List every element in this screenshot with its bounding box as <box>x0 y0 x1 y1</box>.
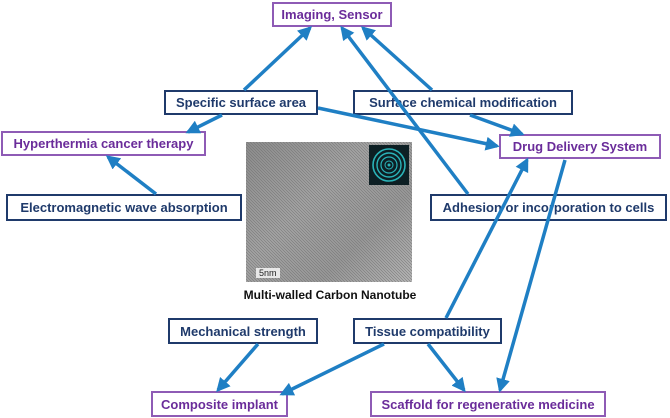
lattice-fringe <box>246 218 310 282</box>
lattice-fringe <box>246 257 271 282</box>
diffraction-rings-icon <box>372 148 406 182</box>
lattice-fringe <box>246 209 319 282</box>
lattice-fringe <box>273 142 412 281</box>
lattice-fringe <box>246 212 316 282</box>
lattice-fringe <box>276 142 412 278</box>
lattice-fringe <box>309 142 412 245</box>
lattice-fringe <box>246 149 379 282</box>
node-tissue-compatibility: Tissue compatibility <box>353 318 502 344</box>
lattice-fringe <box>264 142 406 282</box>
arrow-em_absorption-to-hyperthermia <box>105 155 158 196</box>
lattice-fringe <box>246 182 346 282</box>
arrow-mechanical-to-composite <box>216 342 260 393</box>
lattice-fringe <box>246 167 361 282</box>
lattice-fringe <box>246 224 304 282</box>
lattice-fringe <box>246 173 355 282</box>
lattice-fringe <box>246 242 286 282</box>
node-mechanical-strength: Mechanical strength <box>168 318 318 344</box>
lattice-fringe <box>246 197 331 282</box>
lattice-fringe <box>246 155 373 282</box>
lattice-fringe <box>246 142 388 282</box>
lattice-fringe <box>258 142 400 282</box>
lattice-fringe <box>246 143 385 282</box>
lattice-fringe <box>246 191 337 282</box>
lattice-fringe <box>246 185 343 282</box>
lattice-fringe <box>294 142 412 260</box>
lattice-fringe <box>246 194 334 282</box>
lattice-fringe <box>246 245 283 282</box>
lattice-fringe <box>306 142 412 248</box>
lattice-fringe <box>246 152 376 282</box>
nanotube-tem-image: 5nm <box>246 142 412 282</box>
lattice-fringe <box>315 142 412 239</box>
node-surface-chemical-modification: Surface chemical modification <box>353 90 573 115</box>
lattice-fringe <box>270 142 412 282</box>
lattice-fringe <box>246 233 295 282</box>
lattice-fringe <box>246 200 328 282</box>
lattice-fringe <box>282 142 412 272</box>
lattice-fringe <box>303 142 412 251</box>
lattice-fringe <box>246 251 277 282</box>
lattice-fringe <box>246 203 325 282</box>
lattice-fringe <box>255 142 397 282</box>
lattice-fringe <box>246 215 313 282</box>
node-electromagnetic-wave-absorption: Electromagnetic wave absorption <box>6 194 242 221</box>
lattice-fringe <box>246 179 349 282</box>
lattice-fringe <box>267 142 409 282</box>
lattice-fringe <box>246 161 367 282</box>
lattice-fringe <box>279 142 412 275</box>
lattice-fringe <box>246 221 307 282</box>
lattice-fringe <box>288 142 412 266</box>
lattice-fringe <box>246 164 364 282</box>
nanotube-wall-lattice <box>246 142 412 282</box>
lattice-fringe <box>246 206 322 282</box>
lattice-fringe <box>300 142 412 254</box>
node-drug-delivery-system: Drug Delivery System <box>499 134 661 159</box>
arrow-specific_surface-to-imaging <box>242 26 313 92</box>
lattice-fringe <box>246 188 340 282</box>
arrow-surface_mod-to-imaging <box>360 26 434 92</box>
lattice-fringe <box>246 146 382 282</box>
image-caption: Multi-walled Carbon Nanotube <box>243 288 417 302</box>
arrow-tissue-to-drug_delivery <box>444 157 529 319</box>
lattice-fringe <box>246 158 370 282</box>
arrow-surface_mod-to-drug_delivery <box>469 113 525 137</box>
node-specific-surface-area: Specific surface area <box>164 90 318 115</box>
lattice-fringe <box>252 142 394 282</box>
lattice-fringe <box>246 248 280 282</box>
lattice-fringe <box>261 142 403 282</box>
lattice-fringe <box>291 142 412 263</box>
lattice-fringe <box>246 254 274 282</box>
node-scaffold-regenerative-medicine: Scaffold for regenerative medicine <box>370 391 606 417</box>
node-composite-implant: Composite implant <box>151 391 288 417</box>
arrow-tissue-to-composite <box>279 342 385 396</box>
lattice-fringe <box>246 227 301 282</box>
lattice-fringe <box>246 176 352 282</box>
scale-bar-label: 5nm <box>256 268 280 278</box>
lattice-fringe <box>285 142 412 269</box>
lattice-fringe <box>246 230 298 282</box>
node-hyperthermia-cancer-therapy: Hyperthermia cancer therapy <box>1 131 206 156</box>
lattice-fringe <box>246 170 358 282</box>
node-adhesion-incorporation-cells: Adhesion or incorporation to cells <box>430 194 667 221</box>
arrow-specific_surface-to-hyperthermia <box>185 113 223 134</box>
lattice-fringe <box>297 142 412 257</box>
lattice-fringe <box>246 236 292 282</box>
lattice-fringe <box>249 142 391 282</box>
lattice-fringe <box>246 239 289 282</box>
arrow-tissue-to-scaffold <box>426 342 466 393</box>
diffraction-pattern-inset <box>369 145 409 185</box>
node-imaging-sensor: Imaging, Sensor <box>272 2 392 27</box>
lattice-fringe <box>312 142 412 242</box>
